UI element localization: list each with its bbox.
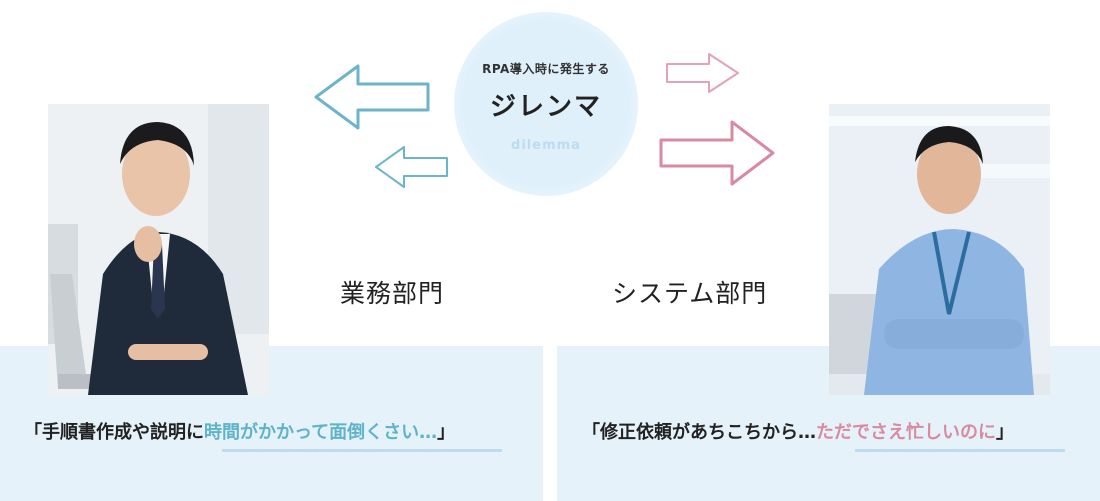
system-department-label: システム部門 [612,279,768,308]
business-department-label: 業務部門 [340,279,445,308]
business-quote: 「手順書作成や説明に時間がかかって面倒くさい…」 [24,418,455,444]
engineer-image [829,104,1050,395]
system-quote-underline [855,449,1065,452]
businessman-image [48,104,269,395]
business-quote-prefix: 「手順書作成や説明に [24,422,204,443]
system-quote-prefix: 「修正依頼があちこちから… [582,422,816,443]
business-person-photo [48,104,269,395]
arrow-left-large-icon [314,64,430,130]
system-quote-suffix: 」 [996,422,1014,443]
system-person-photo [829,104,1050,395]
bubble-title: ジレンマ [489,92,602,122]
system-quote: 「修正依頼があちこちから…ただでさえ忙しいのに」 [582,418,1014,444]
dilemma-bubble: RPA導入時に発生する ジレンマ dilemma [454,12,638,196]
bubble-subtitle: dilemma [511,138,581,153]
arrow-right-small-icon [666,53,739,93]
system-quote-highlight: ただでさえ忙しいのに [816,422,996,443]
bubble-caption: RPA導入時に発生する [482,62,610,76]
arrow-right-large-icon [659,120,775,186]
arrow-left-small-icon [375,146,448,188]
business-quote-highlight: 時間がかかって面倒くさい… [204,422,438,443]
business-quote-underline [222,449,502,452]
business-quote-suffix: 」 [437,422,456,443]
